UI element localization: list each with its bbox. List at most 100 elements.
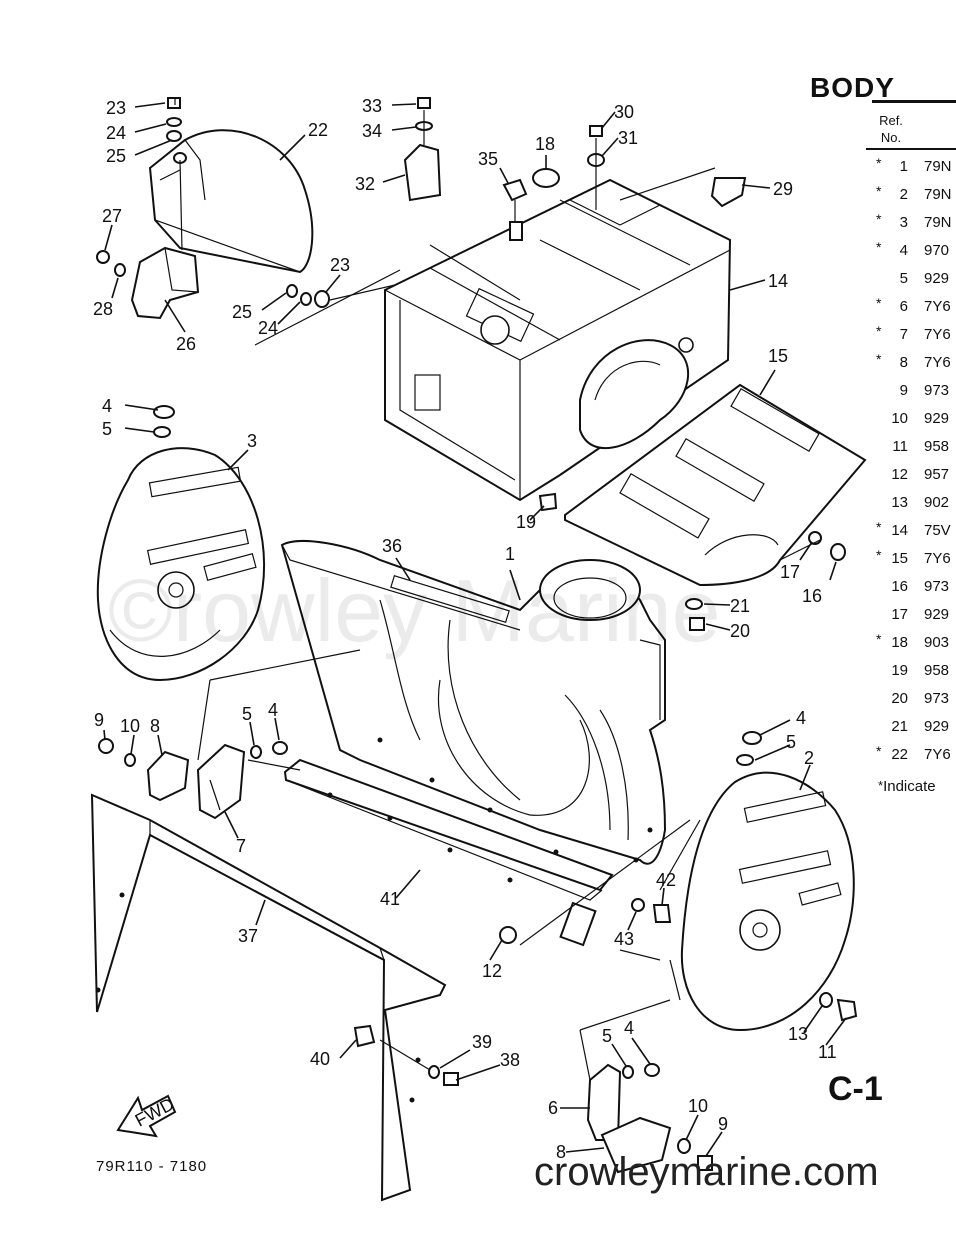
list-item: 16 973: [866, 578, 956, 606]
part-2-right-plate: [680, 731, 858, 1032]
part-ref: 20: [891, 690, 908, 707]
list-item: 10 929: [866, 410, 956, 438]
part-ref: 3: [899, 214, 908, 231]
part-number: 929: [924, 410, 950, 427]
part-ref: 17: [891, 606, 908, 623]
page-title: BODY: [810, 72, 895, 103]
part-7-8-left: [98, 738, 288, 820]
callout-8a: 8: [150, 716, 160, 736]
callout-3: 3: [247, 431, 257, 451]
part-ref: 2: [899, 186, 908, 203]
callout-13: 13: [788, 1024, 808, 1044]
callout-43: 43: [614, 929, 634, 949]
part-ref: 12: [891, 466, 908, 483]
footnote-star: *: [878, 778, 884, 793]
callout-14: 14: [768, 271, 788, 291]
part-number: 973: [924, 578, 950, 595]
ref-no-header: Ref. No.: [866, 112, 916, 146]
part-number: 958: [924, 438, 950, 455]
callout-38: 38: [500, 1050, 520, 1070]
part-ref: 19: [891, 662, 908, 679]
callout-40: 40: [310, 1049, 330, 1069]
part-15-plate: [564, 383, 867, 587]
part-14-frame: [384, 178, 732, 502]
part-number: 7Y6: [924, 550, 951, 567]
callout-9b: 9: [718, 1114, 728, 1134]
part-number: 970: [924, 242, 950, 259]
page-code: C-1: [828, 1070, 883, 1108]
callout-7: 7: [236, 836, 246, 856]
part-ref: 8: [899, 354, 908, 371]
part-star: *: [876, 183, 882, 199]
callout-9a: 9: [94, 710, 104, 730]
part-number: 903: [924, 634, 950, 651]
callout-29: 29: [773, 179, 793, 199]
part-number: 973: [924, 690, 950, 707]
list-item: * 7 7Y6: [866, 323, 956, 354]
callout-25b: 25: [232, 302, 252, 322]
callout-42: 42: [656, 870, 676, 890]
part-number: 79N: [924, 186, 952, 203]
site-link[interactable]: crowleymarine.com: [534, 1150, 879, 1194]
callout-5c: 5: [786, 732, 796, 752]
part-number: 79N: [924, 214, 952, 231]
callout-41: 41: [380, 889, 400, 909]
footnote-text: Indicate: [883, 778, 936, 795]
callout-33: 33: [362, 96, 382, 116]
callout-2: 2: [804, 748, 814, 768]
part-41-bar: [283, 758, 614, 947]
assembly-lines: [174, 98, 821, 1081]
callout-28: 28: [93, 299, 113, 319]
ref-label: Ref.: [879, 113, 903, 128]
callout-27: 27: [102, 206, 122, 226]
callout-18: 18: [535, 134, 555, 154]
part-star: *: [876, 323, 882, 339]
part-ref: 11: [892, 438, 908, 455]
callout-11: 11: [818, 1042, 837, 1062]
list-item: * 2 79N: [866, 183, 956, 214]
part-ref: 10: [891, 410, 908, 427]
callout-20: 20: [730, 621, 750, 641]
callout-4a: 4: [102, 396, 112, 416]
callout-15: 15: [768, 346, 788, 366]
callouts: 23 24 25 22 27 28 26 25 24 23 33 34 32 3…: [93, 96, 837, 1162]
part-ref: 14: [891, 522, 908, 539]
callout-19: 19: [516, 512, 536, 532]
part-number: 973: [924, 382, 950, 399]
callout-39: 39: [472, 1032, 492, 1052]
part-1-housing: [280, 539, 667, 865]
part-number: 957: [924, 466, 950, 483]
part-star: *: [876, 547, 882, 563]
footnote: *Indicate: [878, 778, 936, 795]
list-item: * 15 7Y6: [866, 547, 956, 578]
callout-4b: 4: [268, 700, 278, 720]
part-ref: 16: [891, 578, 908, 595]
callout-10a: 10: [120, 716, 140, 736]
part-37-shield: [90, 793, 447, 1202]
callout-8b: 8: [556, 1142, 566, 1162]
part-ref: 15: [891, 550, 908, 567]
part-ref: 13: [891, 494, 908, 511]
part-ref: 22: [891, 746, 908, 763]
part-ref: 4: [899, 242, 908, 259]
part-number: 7Y6: [924, 326, 951, 343]
list-item: 17 929: [866, 606, 956, 634]
title-underline: [872, 100, 956, 103]
part-number: 7Y6: [924, 354, 951, 371]
drawing-number: 79R110 - 7180: [96, 1158, 208, 1175]
part-ref: 5: [899, 270, 908, 287]
callout-5a: 5: [102, 419, 112, 439]
part-star: *: [876, 519, 882, 535]
part-ref: 7: [899, 326, 908, 343]
callout-4d: 4: [624, 1018, 634, 1038]
callout-6: 6: [548, 1098, 558, 1118]
part-number: 929: [924, 606, 950, 623]
